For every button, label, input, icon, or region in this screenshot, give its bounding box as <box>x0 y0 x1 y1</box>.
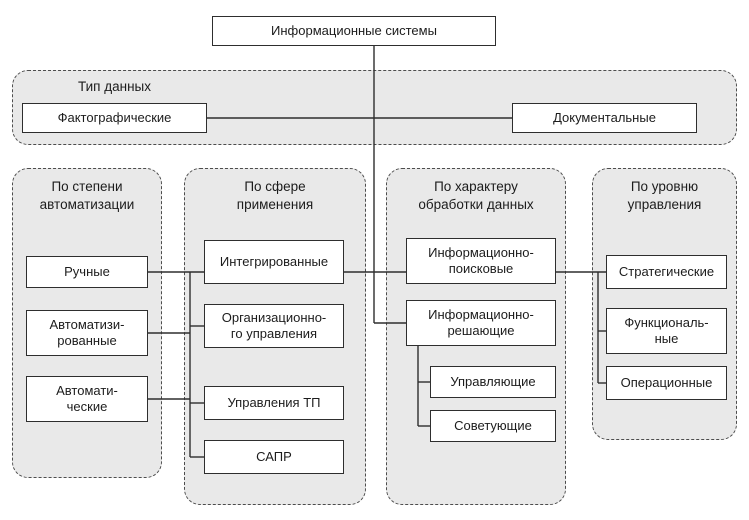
node-controlling: Управляющие <box>430 366 556 398</box>
group-management-level-label: По уровню управления <box>627 179 702 212</box>
node-organizational-management: Организационно- го управления <box>204 304 344 348</box>
node-automated: Автоматизи- рованные <box>26 310 148 356</box>
node-documentary: Документальные <box>512 103 697 133</box>
node-functional: Функциональ- ные <box>606 308 727 354</box>
node-advising: Советующие <box>430 410 556 442</box>
node-information-deciding: Информационно- решающие <box>406 300 556 346</box>
node-factographic: Фактографические <box>22 103 207 133</box>
node-automatic: Автомати- ческие <box>26 376 148 422</box>
node-integrated: Интегрированные <box>204 240 344 284</box>
node-tp-management: Управления ТП <box>204 386 344 420</box>
node-operational: Операционные <box>606 366 727 400</box>
node-information-retrieval: Информационно- поисковые <box>406 238 556 284</box>
node-strategic: Стратегические <box>606 255 727 289</box>
group-data-processing-label: По характеру обработки данных <box>418 179 534 212</box>
group-application-sphere-label: По сфере применения <box>236 179 314 212</box>
node-sapr: САПР <box>204 440 344 474</box>
group-automation-degree-label: По степени автоматизации <box>39 179 135 212</box>
group-data-type-label: Тип данных <box>77 79 151 94</box>
node-information-systems: Информационные системы <box>212 16 496 46</box>
node-manual: Ручные <box>26 256 148 288</box>
